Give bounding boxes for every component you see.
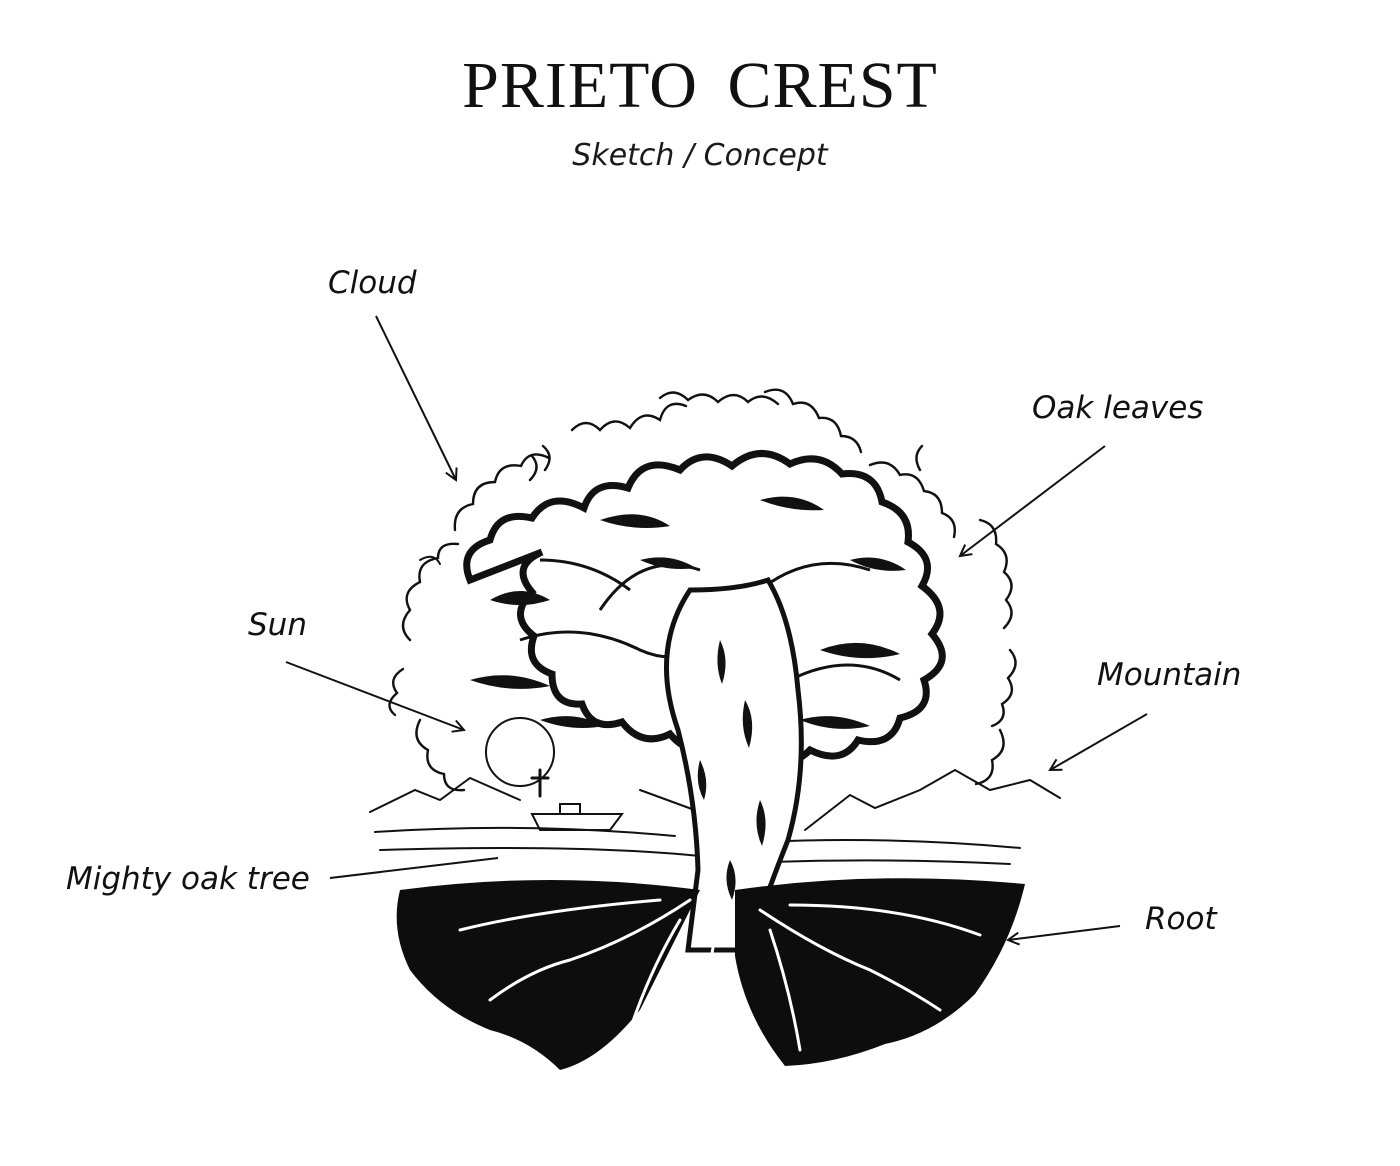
roots-shape <box>396 878 1025 1070</box>
root-arrow <box>1008 925 1121 940</box>
oak-leaves-label: Oak leaves <box>1032 390 1204 426</box>
page-subtitle: Sketch / Concept <box>572 138 828 173</box>
callout-arrows <box>285 315 1148 940</box>
cloud-arrow <box>375 315 456 480</box>
page-title: PRIETO CREST <box>462 49 938 122</box>
landscape <box>369 555 1061 865</box>
mighty-oak-tree-label: Mighty oak tree <box>66 861 310 897</box>
sun-arrow <box>285 661 464 730</box>
mountain-arrow <box>1050 713 1148 770</box>
oak-trunk <box>664 576 804 953</box>
root-label: Root <box>1145 901 1217 937</box>
sun-label: Sun <box>248 607 307 643</box>
cloud-ring <box>388 388 1017 792</box>
cloud-label: Cloud <box>328 265 417 301</box>
mountain-label: Mountain <box>1097 657 1242 693</box>
oak-leaves-arrow <box>960 445 1106 556</box>
mighty-oak-tree-arrow <box>329 857 499 879</box>
